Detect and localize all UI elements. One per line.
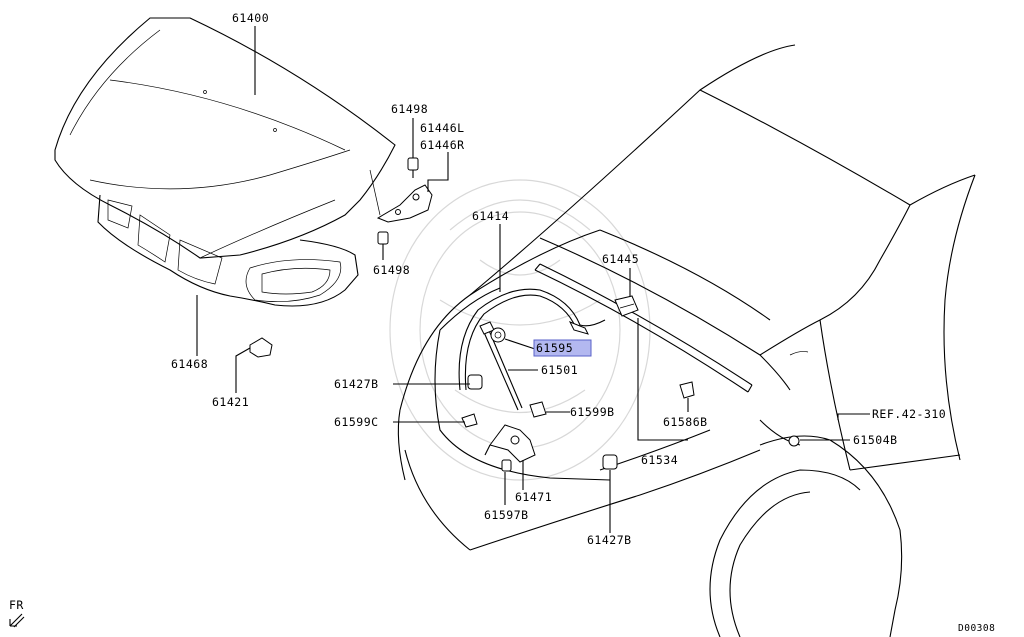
label-61421: 61421 <box>212 395 249 409</box>
hood-hinge <box>376 157 433 245</box>
label-61445: 61445 <box>602 252 639 266</box>
label-61427B-bottom: 61427B <box>587 533 632 547</box>
label-61586B: 61586B <box>663 415 708 429</box>
label-61471: 61471 <box>515 490 552 504</box>
grommet-61595 <box>490 327 506 343</box>
label-61427B-left: 61427B <box>334 377 379 391</box>
hood-insulator <box>97 194 359 307</box>
hood-support-rod <box>479 321 523 411</box>
label-61446R: 61446R <box>420 138 465 152</box>
part-labels: 61400 61498 61446L 61446R 61498 61468 61… <box>171 11 946 547</box>
leader-lines <box>196 26 870 533</box>
front-label: FR <box>9 598 24 612</box>
label-61534: 61534 <box>641 453 678 467</box>
vehicle-body-outline <box>397 44 976 637</box>
engine-opening <box>439 287 501 331</box>
bracket-61445 <box>614 295 639 317</box>
front-arrow-icon <box>9 613 25 628</box>
clip-61421 <box>249 337 273 358</box>
bumper-61427B <box>467 374 618 470</box>
clip-61599B <box>529 401 547 418</box>
label-61498-top: 61498 <box>391 102 428 116</box>
front-orientation-marker: FR <box>9 598 25 628</box>
clip-61586B <box>679 381 695 399</box>
hood-panel <box>54 17 396 259</box>
label-61599B: 61599B <box>570 405 615 419</box>
label-61599C: 61599C <box>334 415 379 429</box>
label-61595: 61595 <box>536 341 573 355</box>
label-61468: 61468 <box>171 357 208 371</box>
hood-latch <box>484 424 536 472</box>
label-61501: 61501 <box>541 363 578 377</box>
plug-61504B <box>788 435 800 447</box>
hood-seal-61534 <box>534 263 753 393</box>
diagram-code: D00308 <box>958 623 995 634</box>
label-61498-bottom: 61498 <box>373 263 410 277</box>
label-61414: 61414 <box>472 209 509 223</box>
highlight-61595 <box>533 339 592 357</box>
label-61400: 61400 <box>232 11 269 25</box>
clip-61599C <box>461 413 478 428</box>
label-61446L: 61446L <box>420 121 465 135</box>
label-ref-42-310: REF.42-310 <box>872 407 946 421</box>
release-cable <box>458 288 606 391</box>
label-61597B: 61597B <box>484 508 529 522</box>
label-61504B: 61504B <box>853 433 898 447</box>
